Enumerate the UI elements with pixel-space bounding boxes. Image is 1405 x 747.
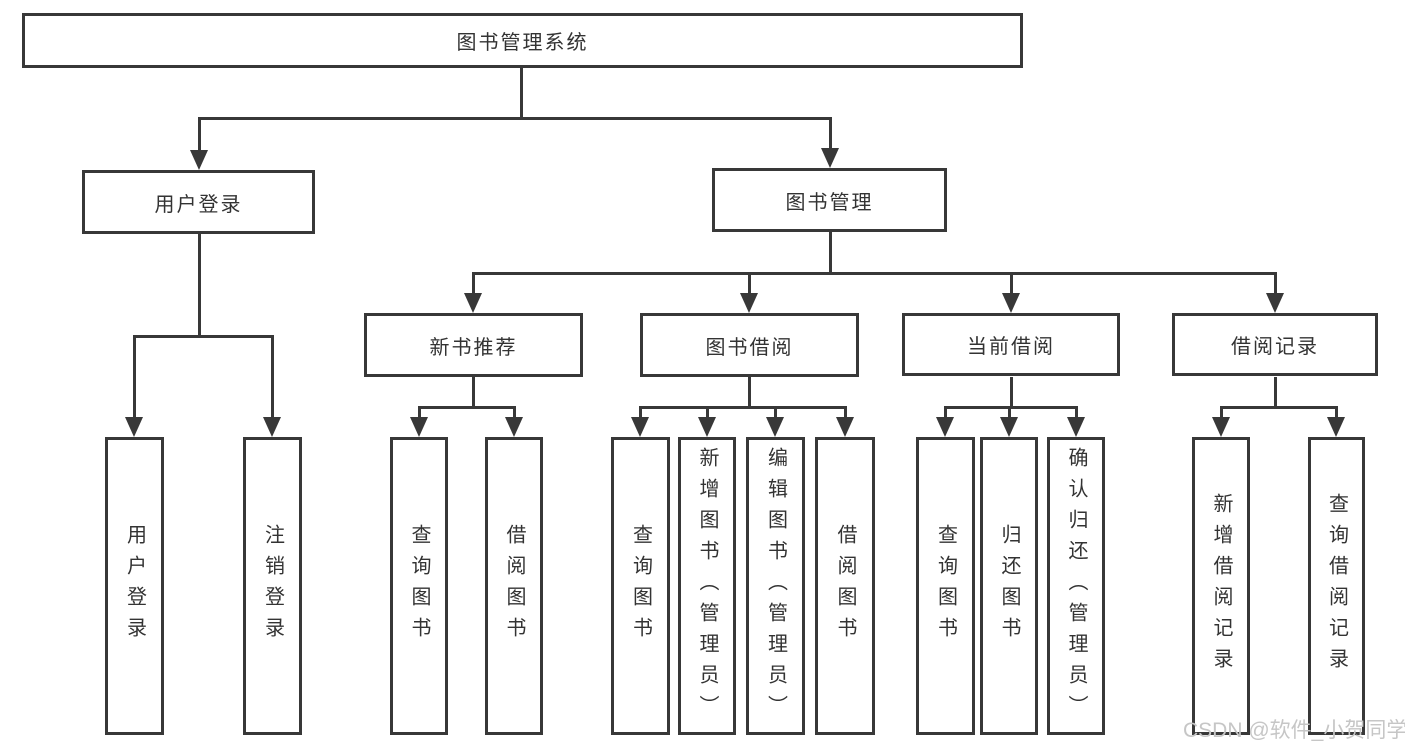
arrow-down-icon (631, 417, 649, 437)
connector-borrow-records-rail (1220, 406, 1338, 409)
connector-leaf (774, 406, 777, 419)
node-edit-book-admin-label: 编辑图书（管理员） (764, 446, 787, 726)
connector-leaf (639, 406, 642, 419)
node-query-books-recommend: 查询图书 (390, 437, 448, 735)
arrow-down-icon (1002, 293, 1020, 313)
connector-borrow-records-drop (1274, 377, 1277, 408)
node-borrow-books-label: 借阅图书 (834, 524, 856, 648)
arrow-down-icon (740, 293, 758, 313)
connector-level3-rail (472, 272, 1277, 275)
connector-to-new-book-recommend (472, 272, 475, 295)
connector-to-book-management (829, 117, 832, 150)
node-return-book-label: 归还图书 (998, 524, 1020, 648)
connector-current-borrow-drop (1010, 377, 1013, 408)
connector-leaf (1008, 406, 1011, 419)
node-query-books-borrow: 查询图书 (611, 437, 670, 735)
node-book-management-label: 图书管理 (785, 191, 874, 214)
node-current-borrow-label: 当前借阅 (967, 336, 1055, 358)
connector-to-logout (271, 335, 274, 419)
node-new-book-recommend-label: 新书推荐 (429, 336, 518, 359)
arrow-down-icon (1327, 417, 1345, 437)
connector-leaf (1075, 406, 1078, 419)
node-book-management: 图书管理 (712, 168, 947, 232)
node-query-books-current-label: 查询图书 (934, 524, 957, 648)
node-library-management-system: 图书管理系统 (22, 13, 1023, 68)
node-logout: 注销登录 (243, 437, 302, 735)
node-query-books-recommend-label: 查询图书 (408, 524, 430, 648)
connector-root-drop (520, 68, 523, 118)
connector-user-login-drop (198, 234, 201, 337)
arrow-down-icon (1000, 417, 1018, 437)
node-borrow-books: 借阅图书 (815, 437, 875, 735)
node-book-borrow: 图书借阅 (640, 313, 859, 377)
node-user-login-label: 用户登录 (154, 193, 243, 216)
node-return-book: 归还图书 (980, 437, 1038, 735)
node-add-book-admin-label: 新增图书（管理员） (696, 446, 718, 726)
node-current-borrow: 当前借阅 (902, 313, 1120, 376)
node-edit-book-admin: 编辑图书（管理员） (746, 437, 805, 735)
connector-book-borrow-rail (639, 406, 847, 409)
node-query-books-borrow-label: 查询图书 (629, 524, 652, 648)
arrow-down-icon (263, 417, 281, 437)
watermark: CSDN @软件_小贺同学 (1183, 719, 1405, 742)
connector-to-login-action (133, 335, 136, 419)
connector-leaf (418, 406, 421, 419)
node-borrow-books-recommend-label: 借阅图书 (503, 524, 525, 648)
connector-new-book-recommend-rail (418, 406, 516, 409)
node-borrow-records-label: 借阅记录 (1231, 336, 1319, 358)
connector-leaf (944, 406, 947, 419)
arrow-down-icon (505, 417, 523, 437)
node-new-book-recommend: 新书推荐 (364, 313, 583, 377)
arrow-down-icon (936, 417, 954, 437)
arrow-down-icon (190, 150, 208, 170)
arrow-down-icon (821, 148, 839, 168)
connector-book-borrow-drop (748, 377, 751, 408)
connector-new-book-recommend-drop (472, 377, 475, 408)
arrow-down-icon (125, 417, 143, 437)
arrow-down-icon (766, 417, 784, 437)
node-confirm-return-admin: 确认归还（管理员） (1047, 437, 1105, 735)
node-book-borrow-label: 图书借阅 (705, 336, 794, 359)
arrow-down-icon (698, 417, 716, 437)
connector-leaf (844, 406, 847, 419)
node-query-borrow-record-label: 查询借阅记录 (1325, 493, 1348, 679)
connector-leaf (1220, 406, 1223, 419)
arrow-down-icon (1212, 417, 1230, 437)
node-user-login-action-label: 用户登录 (123, 524, 146, 648)
node-confirm-return-admin-label: 确认归还（管理员） (1065, 446, 1087, 726)
node-borrow-books-recommend: 借阅图书 (485, 437, 543, 735)
connector-current-borrow-rail (944, 406, 1078, 409)
connector-leaf (706, 406, 709, 419)
node-query-borrow-record: 查询借阅记录 (1308, 437, 1365, 735)
node-borrow-records: 借阅记录 (1172, 313, 1378, 376)
connector-user-login-rail (133, 335, 274, 338)
arrow-down-icon (836, 417, 854, 437)
node-add-borrow-record: 新增借阅记录 (1192, 437, 1250, 735)
connector-to-current-borrow (1010, 272, 1013, 295)
node-logout-label: 注销登录 (261, 524, 284, 648)
connector-leaf (1335, 406, 1338, 419)
connector-level2-rail (198, 117, 832, 120)
node-library-management-system-label: 图书管理系统 (456, 32, 589, 54)
arrow-down-icon (464, 293, 482, 313)
node-add-borrow-record-label: 新增借阅记录 (1210, 493, 1232, 679)
connector-to-book-borrow (748, 272, 751, 295)
connector-book-management-drop (829, 232, 832, 274)
node-add-book-admin: 新增图书（管理员） (678, 437, 736, 735)
arrow-down-icon (1067, 417, 1085, 437)
arrow-down-icon (1266, 293, 1284, 313)
connector-leaf (513, 406, 516, 419)
connector-to-user-login (198, 117, 201, 152)
node-user-login: 用户登录 (82, 170, 315, 234)
arrow-down-icon (410, 417, 428, 437)
node-user-login-action: 用户登录 (105, 437, 164, 735)
node-query-books-current: 查询图书 (916, 437, 975, 735)
connector-to-borrow-records (1274, 272, 1277, 295)
